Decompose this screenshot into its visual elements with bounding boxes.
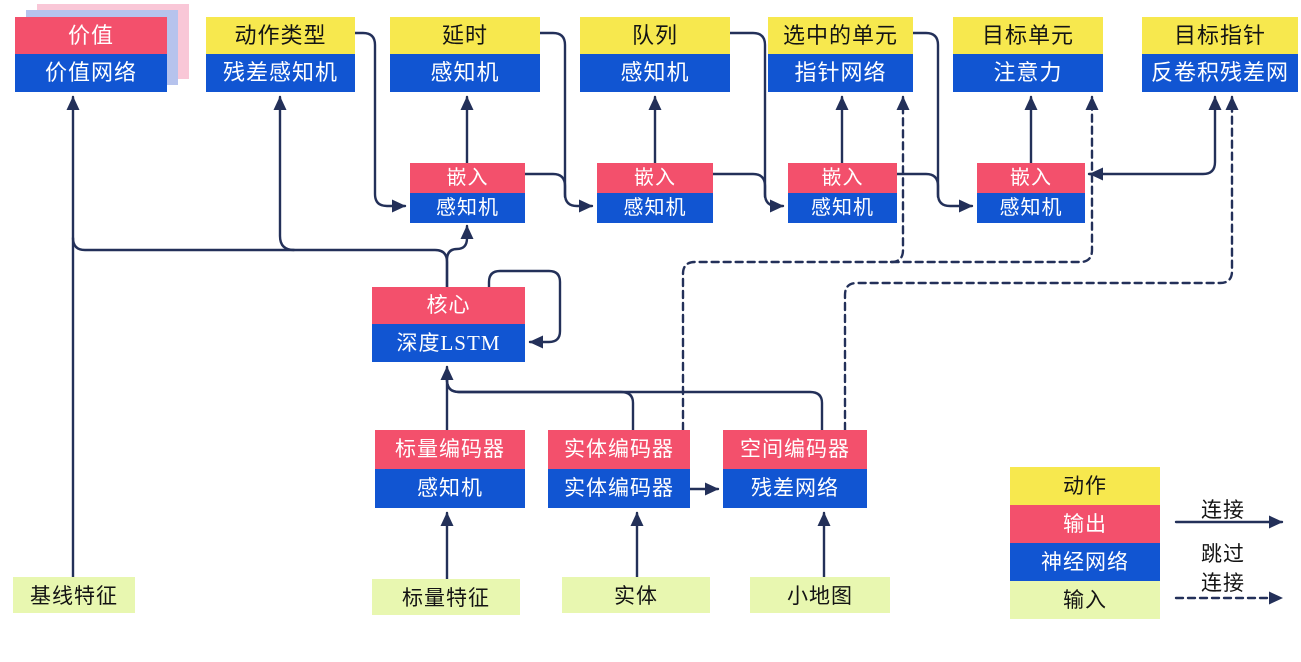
edge-embedding2-chain: [711, 172, 767, 199]
legend-action-swatch: 动作: [1010, 467, 1160, 505]
node-queue: 队列 感知机: [580, 17, 730, 92]
edge-embedding4-to-target-point: [1087, 95, 1222, 176]
node-value-body: 价值网络: [15, 54, 167, 92]
node-target-unit: 目标单元 注意力: [953, 17, 1103, 92]
node-embedding-4-body: 感知机: [977, 193, 1085, 223]
edge-selected-to-embedding4: [911, 31, 974, 213]
skip-entity-to-selected-units: [889, 95, 910, 264]
node-target-point-body: 反卷积残差网: [1142, 54, 1298, 92]
node-scalar-encoder: 标量编码器 感知机: [375, 430, 525, 508]
node-queue-body: 感知机: [580, 54, 730, 92]
node-scalar-encoder-header: 标量编码器: [375, 430, 525, 469]
edge-embedding3-chain: [895, 172, 940, 199]
legend-skip-label-line2: 连接: [1201, 571, 1245, 595]
node-delay-header: 延时: [390, 17, 540, 54]
edge-action-type-to-embedding1: [353, 31, 407, 213]
node-entity-encoder-body: 实体编码器: [548, 469, 690, 508]
legend-network-swatch: 神经网络: [1010, 543, 1160, 581]
legend-skip-label-line1: 跳过: [1201, 542, 1245, 566]
node-embedding-4-header: 嵌入: [977, 163, 1085, 193]
skip-entity-to-target-unit: [681, 95, 1099, 432]
node-core-body: 深度LSTM: [372, 324, 525, 362]
node-entity-encoder: 实体编码器 实体编码器: [548, 430, 690, 508]
edge-core-to-action-type: [273, 95, 296, 252]
edge-delay-to-embedding2: [538, 31, 594, 213]
skip-spatial-to-target-point: [843, 95, 1239, 432]
edge-entity-encoder-to-core: [445, 378, 635, 432]
node-embedding-3: 嵌入 感知机: [788, 163, 897, 223]
edge-spatial-encoder-to-core: [445, 378, 824, 432]
edge-core-to-embedding1: [445, 224, 474, 289]
legend-connection-label: 连接: [1201, 498, 1245, 522]
node-embedding-3-body: 感知机: [788, 193, 897, 223]
node-value: 价值 价值网络: [15, 17, 167, 92]
node-selected-units: 选中的单元 指针网络: [768, 17, 913, 92]
node-core: 核心 深度LSTM: [372, 287, 525, 362]
node-action-type-body: 残差感知机: [206, 54, 355, 92]
legend-input-swatch: 输入: [1010, 581, 1160, 619]
node-queue-header: 队列: [580, 17, 730, 54]
edge-core-self-loop: [487, 269, 562, 349]
legend-output-swatch: 输出: [1010, 505, 1160, 543]
node-embedding-1-body: 感知机: [410, 193, 525, 223]
node-spatial-encoder-header: 空间编码器: [723, 430, 867, 469]
legend-swatches: 动作 输出 神经网络 输入: [1010, 467, 1160, 619]
node-embedding-1-header: 嵌入: [410, 163, 525, 193]
node-target-unit-body: 注意力: [953, 54, 1103, 92]
input-minimap: 小地图: [750, 577, 890, 613]
node-selected-units-header: 选中的单元: [768, 17, 913, 54]
node-core-header: 核心: [372, 287, 525, 324]
edge-embedding1-chain: [523, 172, 567, 199]
node-selected-units-body: 指针网络: [768, 54, 913, 92]
node-spatial-encoder-body: 残差网络: [723, 469, 867, 508]
node-embedding-2-body: 感知机: [597, 193, 713, 223]
input-baseline-features: 基线特征: [13, 577, 135, 613]
node-embedding-3-header: 嵌入: [788, 163, 897, 193]
node-target-unit-header: 目标单元: [953, 17, 1103, 54]
input-scalar-features: 标量特征: [372, 579, 520, 615]
node-action-type-header: 动作类型: [206, 17, 355, 54]
edge-core-rail-left: [71, 236, 449, 289]
node-spatial-encoder: 空间编码器 残差网络: [723, 430, 867, 508]
node-embedding-1: 嵌入 感知机: [410, 163, 525, 223]
node-entity-encoder-header: 实体编码器: [548, 430, 690, 469]
node-embedding-2-header: 嵌入: [597, 163, 713, 193]
node-value-header: 价值: [15, 17, 167, 54]
node-target-point-header: 目标指针: [1142, 17, 1298, 54]
node-delay: 延时 感知机: [390, 17, 540, 92]
node-target-point: 目标指针 反卷积残差网: [1142, 17, 1298, 92]
node-embedding-4: 嵌入 感知机: [977, 163, 1085, 223]
node-delay-body: 感知机: [390, 54, 540, 92]
edge-queue-to-embedding3: [728, 31, 785, 213]
input-entities: 实体: [562, 577, 710, 613]
node-embedding-2: 嵌入 感知机: [597, 163, 713, 223]
node-action-type: 动作类型 残差感知机: [206, 17, 355, 92]
node-scalar-encoder-body: 感知机: [375, 469, 525, 508]
